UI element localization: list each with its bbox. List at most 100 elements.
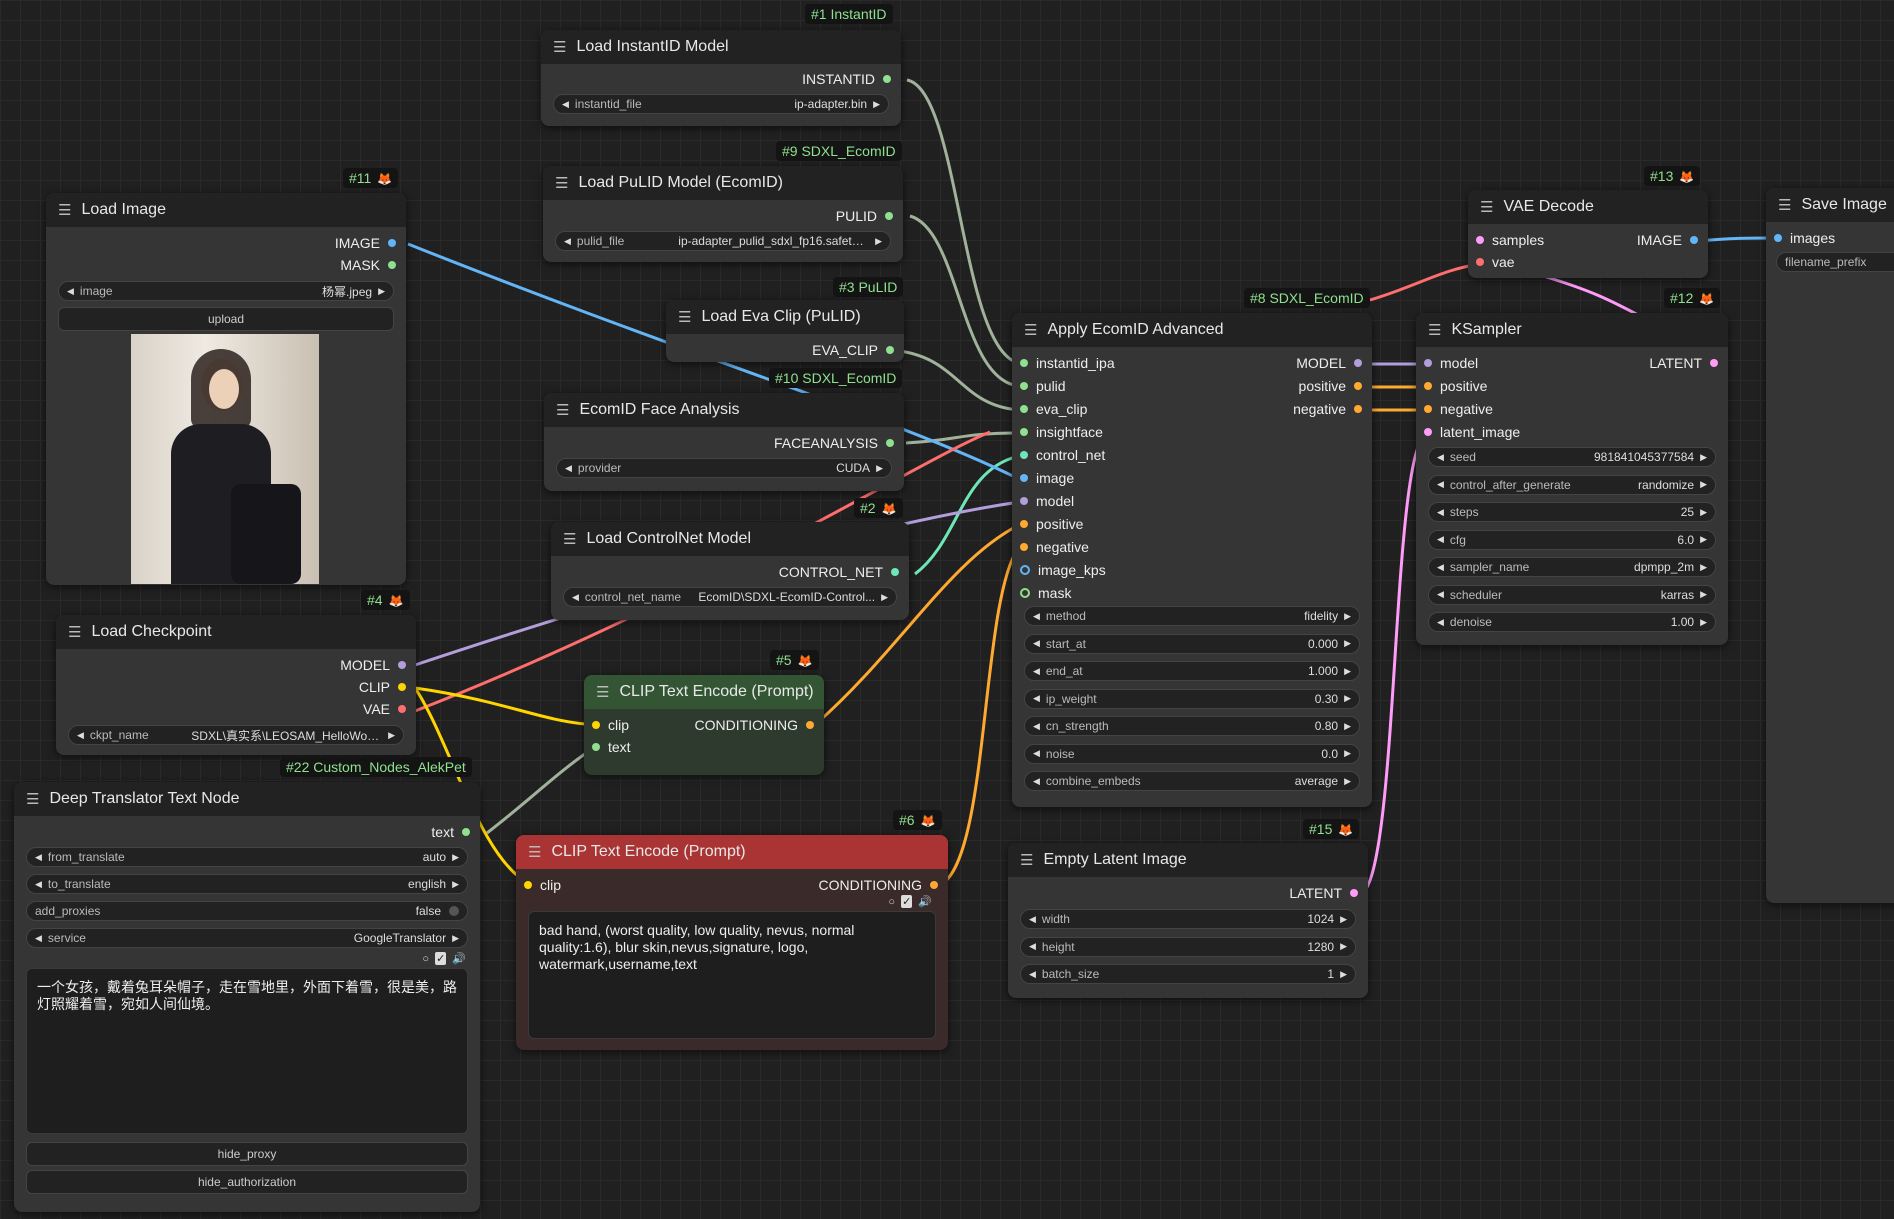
output-latent[interactable]: LATENT	[1289, 885, 1358, 901]
input-model[interactable]: model	[1020, 493, 1074, 509]
input-clip[interactable]: clip	[592, 717, 629, 733]
hamburger-icon[interactable]: ☰	[596, 684, 610, 701]
input-positive[interactable]: positive	[1424, 378, 1487, 394]
arrow-left-icon[interactable]: ◀	[1029, 968, 1036, 979]
arrow-right-icon[interactable]: ▶	[1700, 589, 1707, 599]
input-model[interactable]: model	[1424, 355, 1478, 371]
save-image-node[interactable]: ☰Save Image images filename_prefix	[1766, 188, 1894, 903]
arrow-right-icon[interactable]: ▶	[1344, 720, 1351, 731]
arrow-right-icon[interactable]: ▶	[1700, 479, 1707, 489]
output-controlnet[interactable]: CONTROL_NET	[779, 564, 899, 580]
arrow-right-icon[interactable]: ▶	[1340, 941, 1347, 951]
arrow-left-icon[interactable]: ◀	[1033, 748, 1040, 758]
hamburger-icon[interactable]: ☰	[555, 175, 569, 192]
load-evaclip-node[interactable]: ☰Load Eva Clip (PuLID) EVA_CLIP	[666, 300, 904, 362]
output-model[interactable]: MODEL	[1296, 355, 1362, 371]
hamburger-icon[interactable]: ☰	[58, 202, 72, 219]
vae-decode-node[interactable]: ☰VAE Decode samples vae IMAGE	[1468, 190, 1708, 278]
input-positive[interactable]: positive	[1020, 516, 1083, 532]
hide-authorization-button[interactable]: hide_authorization	[26, 1170, 468, 1194]
arrow-left-icon[interactable]: ◀	[1033, 610, 1040, 621]
output-latent[interactable]: LATENT	[1649, 355, 1718, 371]
output-mask[interactable]: MASK	[340, 257, 396, 273]
arrow-right-icon[interactable]: ▶	[1700, 534, 1707, 544]
arrow-right-icon[interactable]: ▶	[1344, 638, 1351, 648]
output-evaclip[interactable]: EVA_CLIP	[812, 342, 894, 358]
clip-text-encode-positive-node[interactable]: ☰CLIP Text Encode (Prompt) clip text CON…	[584, 675, 824, 775]
hamburger-icon[interactable]: ☰	[26, 791, 40, 808]
arrow-left-icon[interactable]: ◀	[1033, 638, 1040, 648]
hide-proxy-button[interactable]: hide_proxy	[26, 1142, 468, 1166]
output-faceanalysis[interactable]: FACEANALYSIS	[774, 435, 894, 451]
hamburger-icon[interactable]: ☰	[678, 309, 692, 326]
arrow-left-icon[interactable]: ◀	[1437, 561, 1444, 572]
input-clip[interactable]: clip	[524, 877, 561, 893]
hamburger-icon[interactable]: ☰	[68, 624, 82, 641]
output-negative[interactable]: negative	[1293, 401, 1362, 417]
text-tools[interactable]: ○✓🔊	[888, 895, 932, 908]
arrow-left-icon[interactable]: ◀	[1437, 534, 1444, 544]
output-conditioning[interactable]: CONDITIONING	[819, 877, 938, 893]
arrow-left-icon[interactable]: ◀	[1437, 589, 1444, 599]
arrow-right-icon[interactable]: ▶	[1700, 506, 1707, 517]
output-text[interactable]: text	[431, 824, 470, 840]
output-instantid[interactable]: INSTANTID	[802, 71, 891, 87]
arrow-right-icon[interactable]: ▶	[1340, 968, 1347, 979]
load-instantid-node[interactable]: ☰Load InstantID Model INSTANTID ◀instant…	[541, 30, 901, 126]
input-negative[interactable]: negative	[1020, 539, 1089, 555]
arrow-left-icon[interactable]: ◀	[1029, 941, 1036, 951]
hamburger-icon[interactable]: ☰	[1024, 322, 1038, 339]
deep-translator-node[interactable]: ☰Deep Translator Text Node text ◀from_tr…	[14, 782, 480, 1212]
hamburger-icon[interactable]: ☰	[1428, 322, 1442, 339]
arrow-left-icon[interactable]: ◀	[1033, 775, 1040, 786]
upload-button[interactable]: upload	[58, 307, 394, 331]
ecomid-face-analysis-node[interactable]: ☰EcomID Face Analysis FACEANALYSIS ◀prov…	[544, 393, 904, 491]
arrow-right-icon[interactable]: ▶	[1700, 451, 1707, 462]
input-text[interactable]: text	[592, 739, 631, 755]
output-conditioning[interactable]: CONDITIONING	[695, 717, 814, 733]
input-image[interactable]: image	[1020, 470, 1074, 486]
arrow-right-icon[interactable]: ▶	[1344, 748, 1351, 758]
arrow-right-icon[interactable]: ▶	[1700, 616, 1707, 627]
arrow-right-icon[interactable]: ▶	[1340, 913, 1347, 924]
load-pulid-node[interactable]: ☰Load PuLID Model (EcomID) PULID ◀pulid_…	[543, 166, 903, 262]
input-latent-image[interactable]: latent_image	[1424, 424, 1520, 440]
arrow-right-icon[interactable]: ▶	[1700, 561, 1707, 572]
output-positive[interactable]: positive	[1299, 378, 1362, 394]
hamburger-icon[interactable]: ☰	[1480, 199, 1494, 216]
hamburger-icon[interactable]: ☰	[556, 402, 570, 419]
hamburger-icon[interactable]: ☰	[563, 531, 577, 548]
input-pulid[interactable]: pulid	[1020, 378, 1066, 394]
input-images[interactable]: images	[1774, 230, 1835, 246]
negative-prompt-text-area[interactable]: bad hand, (worst quality, low quality, n…	[528, 911, 936, 1039]
input-image-kps[interactable]: image_kps	[1020, 562, 1106, 578]
arrow-left-icon[interactable]: ◀	[1437, 451, 1444, 462]
arrow-left-icon[interactable]: ◀	[1437, 506, 1444, 517]
text-tools[interactable]: ○✓🔊	[422, 952, 466, 965]
hamburger-icon[interactable]: ☰	[1778, 197, 1792, 214]
output-image[interactable]: IMAGE	[1637, 232, 1698, 248]
arrow-right-icon[interactable]: ▶	[1344, 610, 1351, 621]
ckpt-name-widget[interactable]: ◀ckpt_nameSDXL\真实系\LEOSAM_HelloWorld_新..…	[68, 725, 404, 745]
